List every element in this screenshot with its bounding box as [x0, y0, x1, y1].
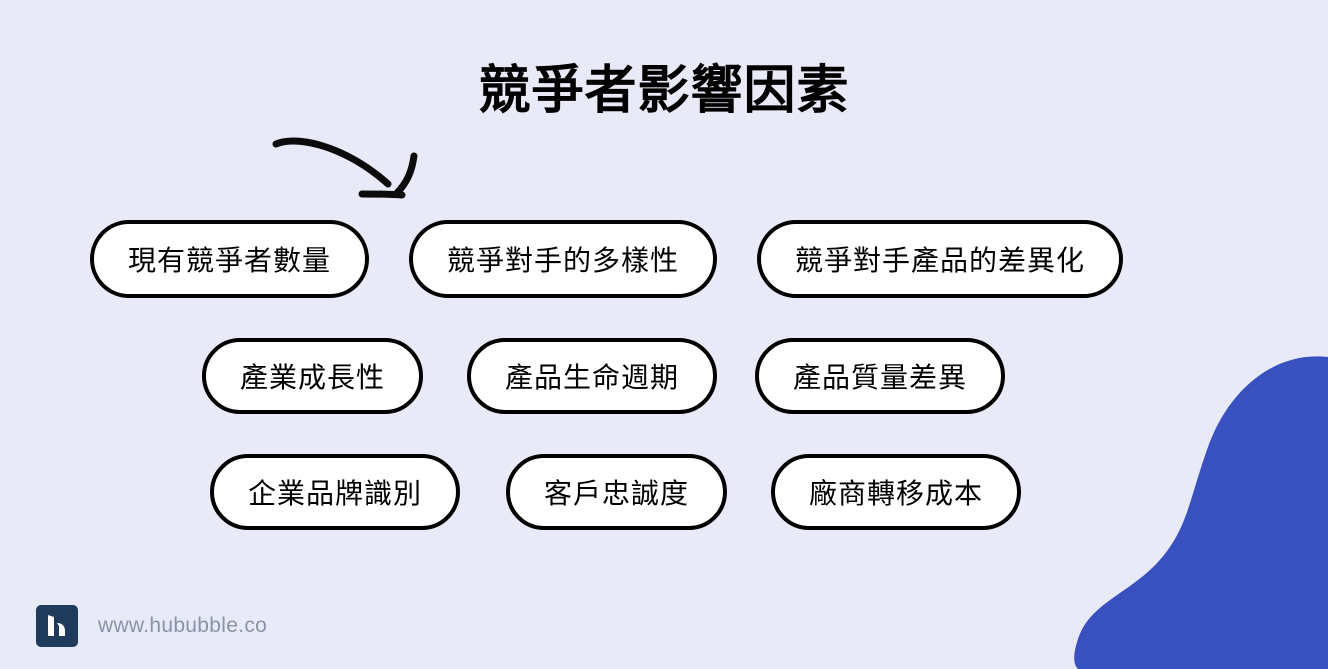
factor-pill-label: 競爭對手產品的差異化: [795, 245, 1086, 276]
page-title: 競爭者影響因素: [478, 62, 850, 120]
factor-pill-1-2[interactable]: 競爭對手的多樣性: [409, 220, 718, 298]
factor-pill-2-3[interactable]: 產品質量差異: [755, 338, 1006, 414]
factor-pill-label: 客戶忠誠度: [544, 478, 690, 509]
factor-pill-1-3[interactable]: 競爭對手產品的差異化: [757, 220, 1124, 298]
factor-pill-3-3[interactable]: 廠商轉移成本: [771, 454, 1022, 530]
factor-pill-label: 企業品牌識別: [248, 478, 423, 509]
hand-drawn-arrow-icon: [272, 137, 418, 199]
hububble-logo-icon: [36, 605, 78, 647]
factor-pill-3-1[interactable]: 企業品牌識別: [210, 454, 461, 530]
factor-pill-3-2[interactable]: 客戶忠誠度: [506, 454, 728, 530]
factor-pill-2-2[interactable]: 產品生命週期: [467, 338, 718, 414]
factor-pill-1-1[interactable]: 現有競爭者數量: [90, 220, 370, 298]
factor-pill-label: 產品質量差異: [793, 362, 968, 393]
factor-pill-2-1[interactable]: 產業成長性: [202, 338, 424, 414]
factor-pill-label: 產品生命週期: [505, 362, 680, 393]
factor-row-2: 產業成長性 產品生命週期 產品質量差異: [0, 338, 1328, 414]
factor-row-3: 企業品牌識別 客戶忠誠度 廠商轉移成本: [0, 454, 1328, 530]
factor-row-1: 現有競爭者數量 競爭對手的多樣性 競爭對手產品的差異化: [0, 220, 1328, 298]
footer-url[interactable]: www.hububble.co: [98, 614, 268, 637]
factor-grid: 現有競爭者數量 競爭對手的多樣性 競爭對手產品的差異化 產業成長性 產品生命週期…: [0, 220, 1328, 570]
factor-pill-label: 廠商轉移成本: [809, 478, 984, 509]
footer: www.hububble.co: [36, 605, 267, 647]
factor-pill-label: 現有競爭者數量: [128, 245, 332, 276]
factor-pill-label: 產業成長性: [240, 362, 386, 393]
factor-pill-label: 競爭對手的多樣性: [447, 245, 680, 276]
